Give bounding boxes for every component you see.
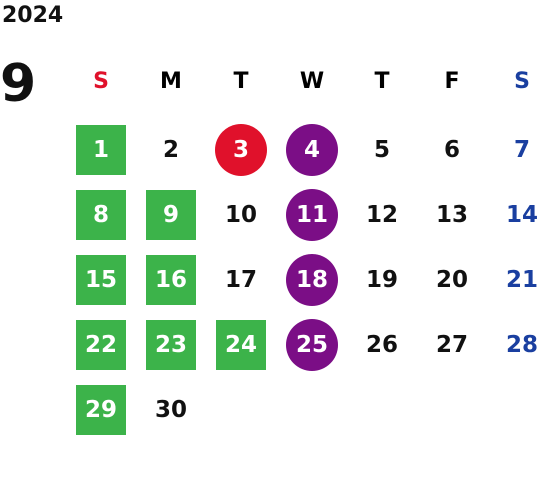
year-label: 2024 <box>2 3 64 28</box>
calendar-day-19[interactable]: 19 <box>365 267 398 293</box>
calendar-day-20[interactable]: 20 <box>435 267 468 293</box>
month-label: 9 <box>0 54 37 114</box>
calendar-day-15[interactable]: 15 <box>76 255 126 305</box>
calendar-day-10[interactable]: 10 <box>224 202 257 228</box>
calendar-day-28[interactable]: 28 <box>505 332 538 358</box>
calendar-day-5[interactable]: 5 <box>373 137 390 163</box>
calendar-day-27[interactable]: 27 <box>435 332 468 358</box>
calendar-day-13[interactable]: 13 <box>435 202 468 228</box>
calendar-day-17[interactable]: 17 <box>224 267 257 293</box>
calendar-day-12[interactable]: 12 <box>365 202 398 228</box>
calendar-day-2[interactable]: 2 <box>162 137 179 163</box>
weekday-header: S <box>93 68 109 94</box>
calendar-day-25[interactable]: 25 <box>286 319 338 371</box>
calendar-day-3[interactable]: 3 <box>215 124 267 176</box>
calendar-day-11[interactable]: 11 <box>286 189 338 241</box>
calendar-day-8[interactable]: 8 <box>76 190 126 240</box>
weekday-header: T <box>374 68 390 94</box>
weekday-header: W <box>299 68 325 94</box>
weekday-header: F <box>444 68 460 94</box>
calendar-day-22[interactable]: 22 <box>76 320 126 370</box>
calendar-day-6[interactable]: 6 <box>443 137 460 163</box>
calendar-day-29[interactable]: 29 <box>76 385 126 435</box>
calendar-day-9[interactable]: 9 <box>146 190 196 240</box>
calendar-day-26[interactable]: 26 <box>365 332 398 358</box>
calendar-day-14[interactable]: 14 <box>505 202 538 228</box>
weekday-header: S <box>514 68 530 94</box>
calendar-day-16[interactable]: 16 <box>146 255 196 305</box>
calendar-day-23[interactable]: 23 <box>146 320 196 370</box>
calendar-day-18[interactable]: 18 <box>286 254 338 306</box>
calendar-day-1[interactable]: 1 <box>76 125 126 175</box>
calendar-day-30[interactable]: 30 <box>154 397 187 423</box>
calendar-day-4[interactable]: 4 <box>286 124 338 176</box>
calendar-day-24[interactable]: 24 <box>216 320 266 370</box>
weekday-header: M <box>160 68 182 94</box>
calendar-day-21[interactable]: 21 <box>505 267 538 293</box>
calendar-day-7[interactable]: 7 <box>513 137 530 163</box>
weekday-header: T <box>233 68 249 94</box>
